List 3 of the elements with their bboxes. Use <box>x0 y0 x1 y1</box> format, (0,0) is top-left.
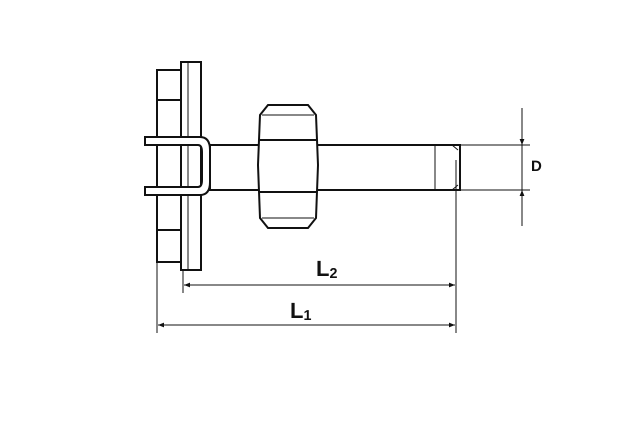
dimension-label: D <box>531 159 542 174</box>
dimension-label: L$_{1}$ <box>290 300 312 324</box>
dimension-label: L$_{2}$ <box>316 258 338 282</box>
